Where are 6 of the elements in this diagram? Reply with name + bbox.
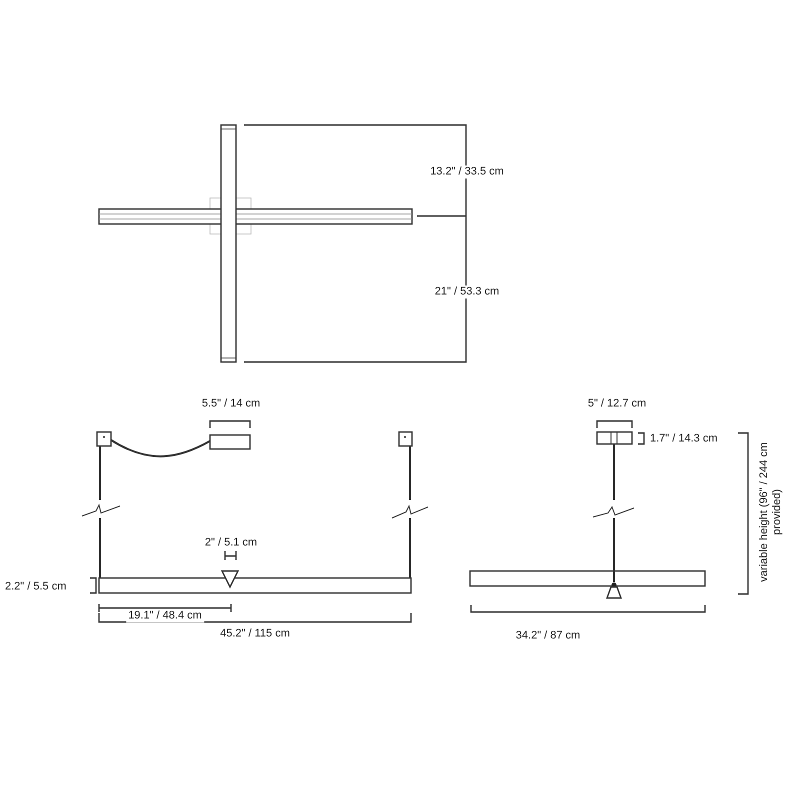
dimension-label: variable height (96" / 244 cm provided): [758, 442, 784, 582]
dimension-label: 2.2" / 5.5 cm: [5, 580, 66, 594]
dimension-label: 21" / 53.3 cm: [432, 286, 502, 298]
dimension-label: 1.7" / 14.3 cm: [650, 432, 718, 446]
dimension-label: 13.2" / 33.5 cm: [428, 166, 506, 178]
dimension-label: 19.1" / 48.4 cm: [126, 610, 204, 622]
